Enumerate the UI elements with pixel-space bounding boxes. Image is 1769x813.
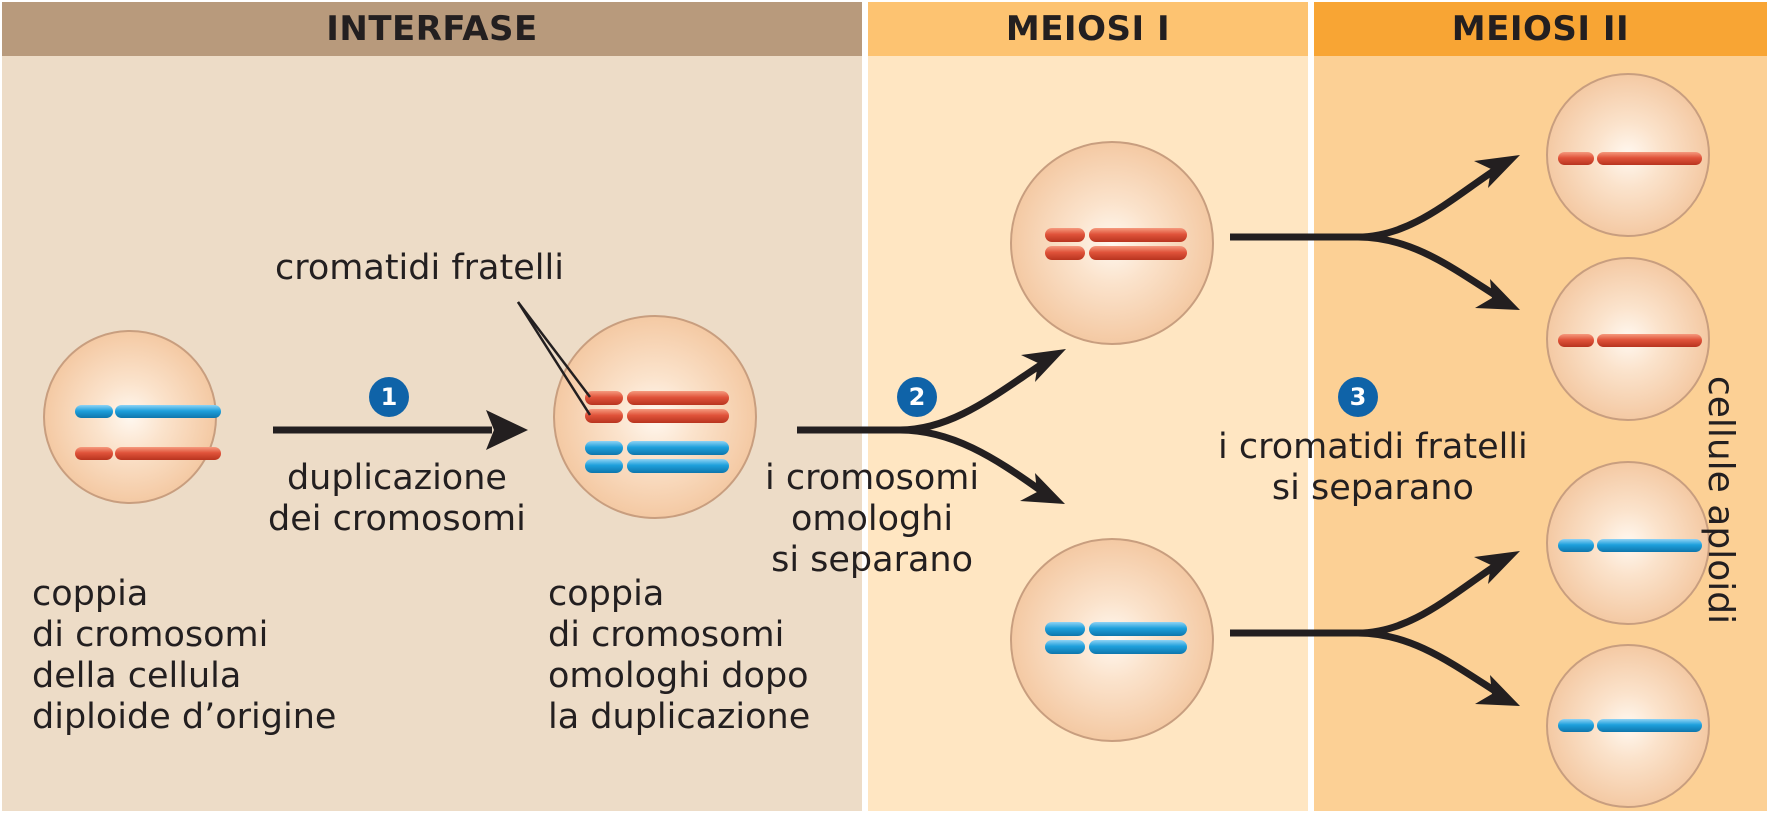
chromatids-separate-label: i cromatidi fratelli si separano: [1218, 427, 1528, 508]
arrow-meiosis-2-bottom: [1230, 551, 1520, 706]
haploid-cells-label: cellule aploidi: [1700, 375, 1741, 625]
step-badge-2: 2: [897, 377, 937, 417]
step-badge-1: 1: [369, 377, 409, 417]
meiosi-2-header: [1314, 2, 1767, 56]
arrow-meiosis-1-split: [797, 349, 1066, 504]
chromatid-blue-2: [1558, 719, 1702, 732]
meiosi-1-header: [868, 2, 1308, 56]
sister-chromatids-label: cromatidi fratelli: [275, 248, 564, 288]
phase-title-meiosi-2: MEIOSI II: [1451, 9, 1630, 49]
duplicated-pair-label: coppia di cromosomi omologhi dopo la dup…: [548, 574, 811, 737]
chromosome-red-duplicated: [585, 391, 729, 423]
chromosome-blue-duplicated-meiosis-1: [1045, 622, 1187, 654]
step-badge-3: 3: [1338, 377, 1378, 417]
chromosome-blue-duplicated: [585, 441, 729, 473]
phase-title-meiosi-1: MEIOSI I: [1005, 9, 1171, 49]
chromosome-blue-single: [75, 405, 221, 418]
svg-text:1: 1: [381, 383, 398, 411]
svg-text:3: 3: [1350, 383, 1367, 411]
meiosis-1-cell-red: [1010, 141, 1214, 345]
arrow-meiosis-2-top: [1230, 155, 1520, 310]
phase-title-interfase: INTERFASE: [326, 9, 538, 49]
chromatid-red-1: [1558, 152, 1702, 165]
chromatid-blue-1: [1558, 539, 1702, 552]
chromosome-red-single: [75, 447, 221, 460]
homologs-separate-label: i cromosomi omologhi si separano: [765, 458, 980, 580]
duplication-label: duplicazione dei cromosomi: [268, 458, 526, 539]
interfase-header: [2, 2, 862, 56]
svg-text:2: 2: [909, 383, 926, 411]
original-pair-label: coppia di cromosomi della cellula diploi…: [32, 574, 337, 737]
chromosome-red-duplicated-meiosis-1: [1045, 228, 1187, 260]
sister-chromatid-pointer: [516, 301, 592, 416]
arrow-duplication: [273, 410, 528, 450]
chromatid-red-2: [1558, 334, 1702, 347]
